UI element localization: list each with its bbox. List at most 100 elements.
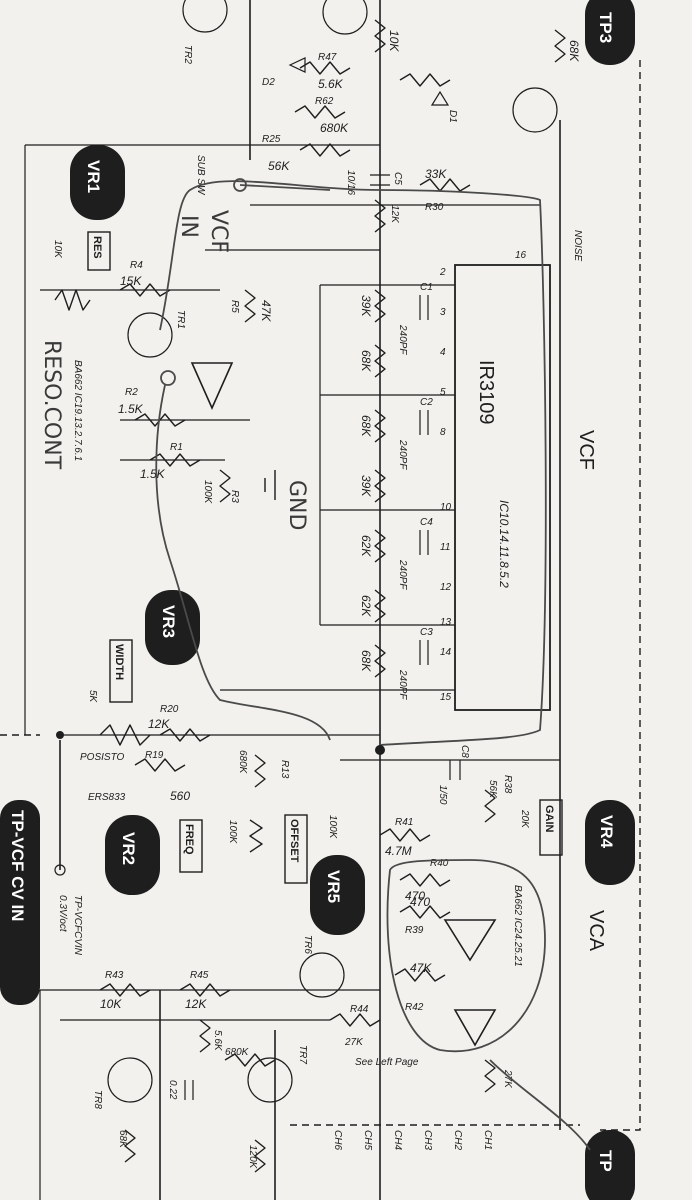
opamp-reso-label: BA662 IC19.13.2.7.6.1 bbox=[72, 360, 83, 461]
reso-cont-handwritten: RESO.CONT bbox=[39, 340, 64, 470]
r13-resistor bbox=[254, 754, 266, 788]
tp-vcfcvin-label: TP-VCFCVIN bbox=[72, 895, 83, 956]
c2-ref: C2 bbox=[420, 397, 433, 408]
r13-value: 680K bbox=[237, 750, 248, 775]
r20-resistor bbox=[159, 728, 211, 742]
r21-resistor bbox=[419, 178, 471, 192]
d2-diode bbox=[288, 57, 306, 73]
r30-value: 56K bbox=[268, 159, 290, 173]
vr3-label: VR3 bbox=[159, 605, 178, 638]
c2-value: 240PF bbox=[397, 439, 408, 470]
r25-ref: R47 bbox=[318, 52, 337, 63]
r41-value: 4.7M bbox=[385, 844, 412, 858]
ic-pin-2: 2 bbox=[439, 267, 446, 278]
c3-capacitor bbox=[419, 640, 429, 665]
r49-resistor bbox=[124, 1129, 136, 1163]
vr2-pot bbox=[249, 819, 263, 853]
offset-label: OFFSET bbox=[288, 819, 300, 863]
ic-pin-8: 8 bbox=[440, 427, 446, 438]
vr2-label: VR2 bbox=[119, 832, 138, 865]
ch4-label: CH4 bbox=[392, 1130, 403, 1150]
c1-ref: C1 bbox=[420, 282, 433, 293]
ic-pin-11: 11 bbox=[440, 542, 450, 553]
r30-ref: R25 bbox=[262, 134, 281, 145]
vr2-badge bbox=[105, 815, 160, 895]
vr2-value: 100K bbox=[227, 820, 238, 845]
r25-resistor bbox=[299, 61, 351, 75]
c8-capacitor bbox=[449, 760, 461, 780]
sub-sw-label: SUB SW bbox=[195, 155, 206, 196]
r8-value: 68K bbox=[359, 350, 373, 372]
c5-value: 10/16 bbox=[345, 170, 356, 195]
vr5-value: 100K bbox=[327, 815, 338, 840]
c1-capacitor bbox=[419, 295, 429, 320]
r1-ref: R1 bbox=[170, 442, 183, 453]
c5-capacitor bbox=[370, 174, 390, 186]
r47-resistor bbox=[224, 1053, 276, 1067]
r24-value: 10K bbox=[387, 30, 401, 52]
ers-label: ERS833 bbox=[88, 792, 126, 803]
offset-box bbox=[284, 814, 308, 884]
r43-ref: R45 bbox=[190, 970, 209, 981]
r20-value: 12K bbox=[148, 717, 170, 731]
tp4-label: TP bbox=[596, 1150, 615, 1172]
ic-pin-16: 16 bbox=[515, 250, 527, 261]
r38-ref: R38 bbox=[502, 775, 513, 794]
vcf-opamp bbox=[190, 362, 234, 410]
right-dashed-border bbox=[600, 60, 641, 1131]
r47-value: 680K bbox=[225, 1047, 250, 1058]
r49-value: 68K bbox=[117, 1130, 128, 1149]
see-left-page: See Left Page bbox=[355, 1057, 419, 1068]
r12-value: 62K bbox=[359, 535, 373, 557]
tr6-transistor bbox=[299, 952, 345, 998]
r14-resistor bbox=[374, 589, 386, 623]
c3-value: 240PF bbox=[397, 669, 408, 700]
handwritten-trace-1 bbox=[159, 180, 547, 746]
d1-diode bbox=[430, 90, 450, 106]
r39-ref: R39 bbox=[405, 925, 424, 936]
r23-ref: R62 bbox=[315, 96, 334, 107]
r5-resistor bbox=[244, 289, 256, 323]
r4-value: 15K bbox=[120, 274, 142, 288]
r4-ref: R4 bbox=[130, 260, 143, 271]
r40-resistor bbox=[399, 873, 451, 887]
r31-value: 68K bbox=[567, 40, 581, 62]
vr4-label: VR4 bbox=[597, 815, 616, 849]
vr5-label: VR5 bbox=[324, 870, 343, 903]
freq-label: FREQ bbox=[183, 824, 195, 855]
tp-vcf-cv-in-badge bbox=[0, 800, 40, 1005]
ic-pin-13: 13 bbox=[440, 617, 452, 628]
vr5-badge bbox=[310, 855, 365, 935]
opamp-input-node bbox=[160, 370, 176, 386]
r19-ref: R19 bbox=[145, 750, 164, 761]
tr2-transistor bbox=[182, 0, 228, 33]
r42-ref: R42 bbox=[405, 1002, 424, 1013]
tr8-label: TR8 bbox=[92, 1090, 103, 1109]
vca-opamp-2 bbox=[453, 1009, 497, 1047]
r43-value: 12K bbox=[185, 997, 207, 1011]
c4-ref: C4 bbox=[420, 517, 433, 528]
vr1-label: VR1 bbox=[84, 160, 103, 193]
vcf-section-label: VCF bbox=[575, 430, 597, 470]
r24-resistor bbox=[374, 19, 386, 53]
r39-value: 470 bbox=[410, 895, 430, 909]
ic-pin-15: 15 bbox=[440, 692, 452, 703]
c2-capacitor bbox=[419, 410, 429, 435]
r41-resistor bbox=[379, 828, 431, 842]
r5-value: 47K bbox=[259, 300, 273, 322]
r44-ref: R43 bbox=[105, 970, 124, 981]
r44-resistor bbox=[99, 983, 151, 997]
r17-resistor bbox=[374, 199, 386, 233]
vcf-handwritten: VCF bbox=[206, 210, 231, 253]
r8-resistor bbox=[374, 344, 386, 378]
ch2-label: CH2 bbox=[452, 1130, 463, 1150]
r16-value: 68K bbox=[359, 650, 373, 672]
r-49k-resistor bbox=[399, 73, 451, 87]
r2-resistor bbox=[134, 413, 186, 427]
r21-value: 33K bbox=[425, 167, 447, 181]
r12-resistor bbox=[374, 529, 386, 563]
width-box bbox=[109, 639, 133, 703]
ic-pin-4: 4 bbox=[440, 347, 446, 358]
r14-value: 62K bbox=[359, 595, 373, 617]
